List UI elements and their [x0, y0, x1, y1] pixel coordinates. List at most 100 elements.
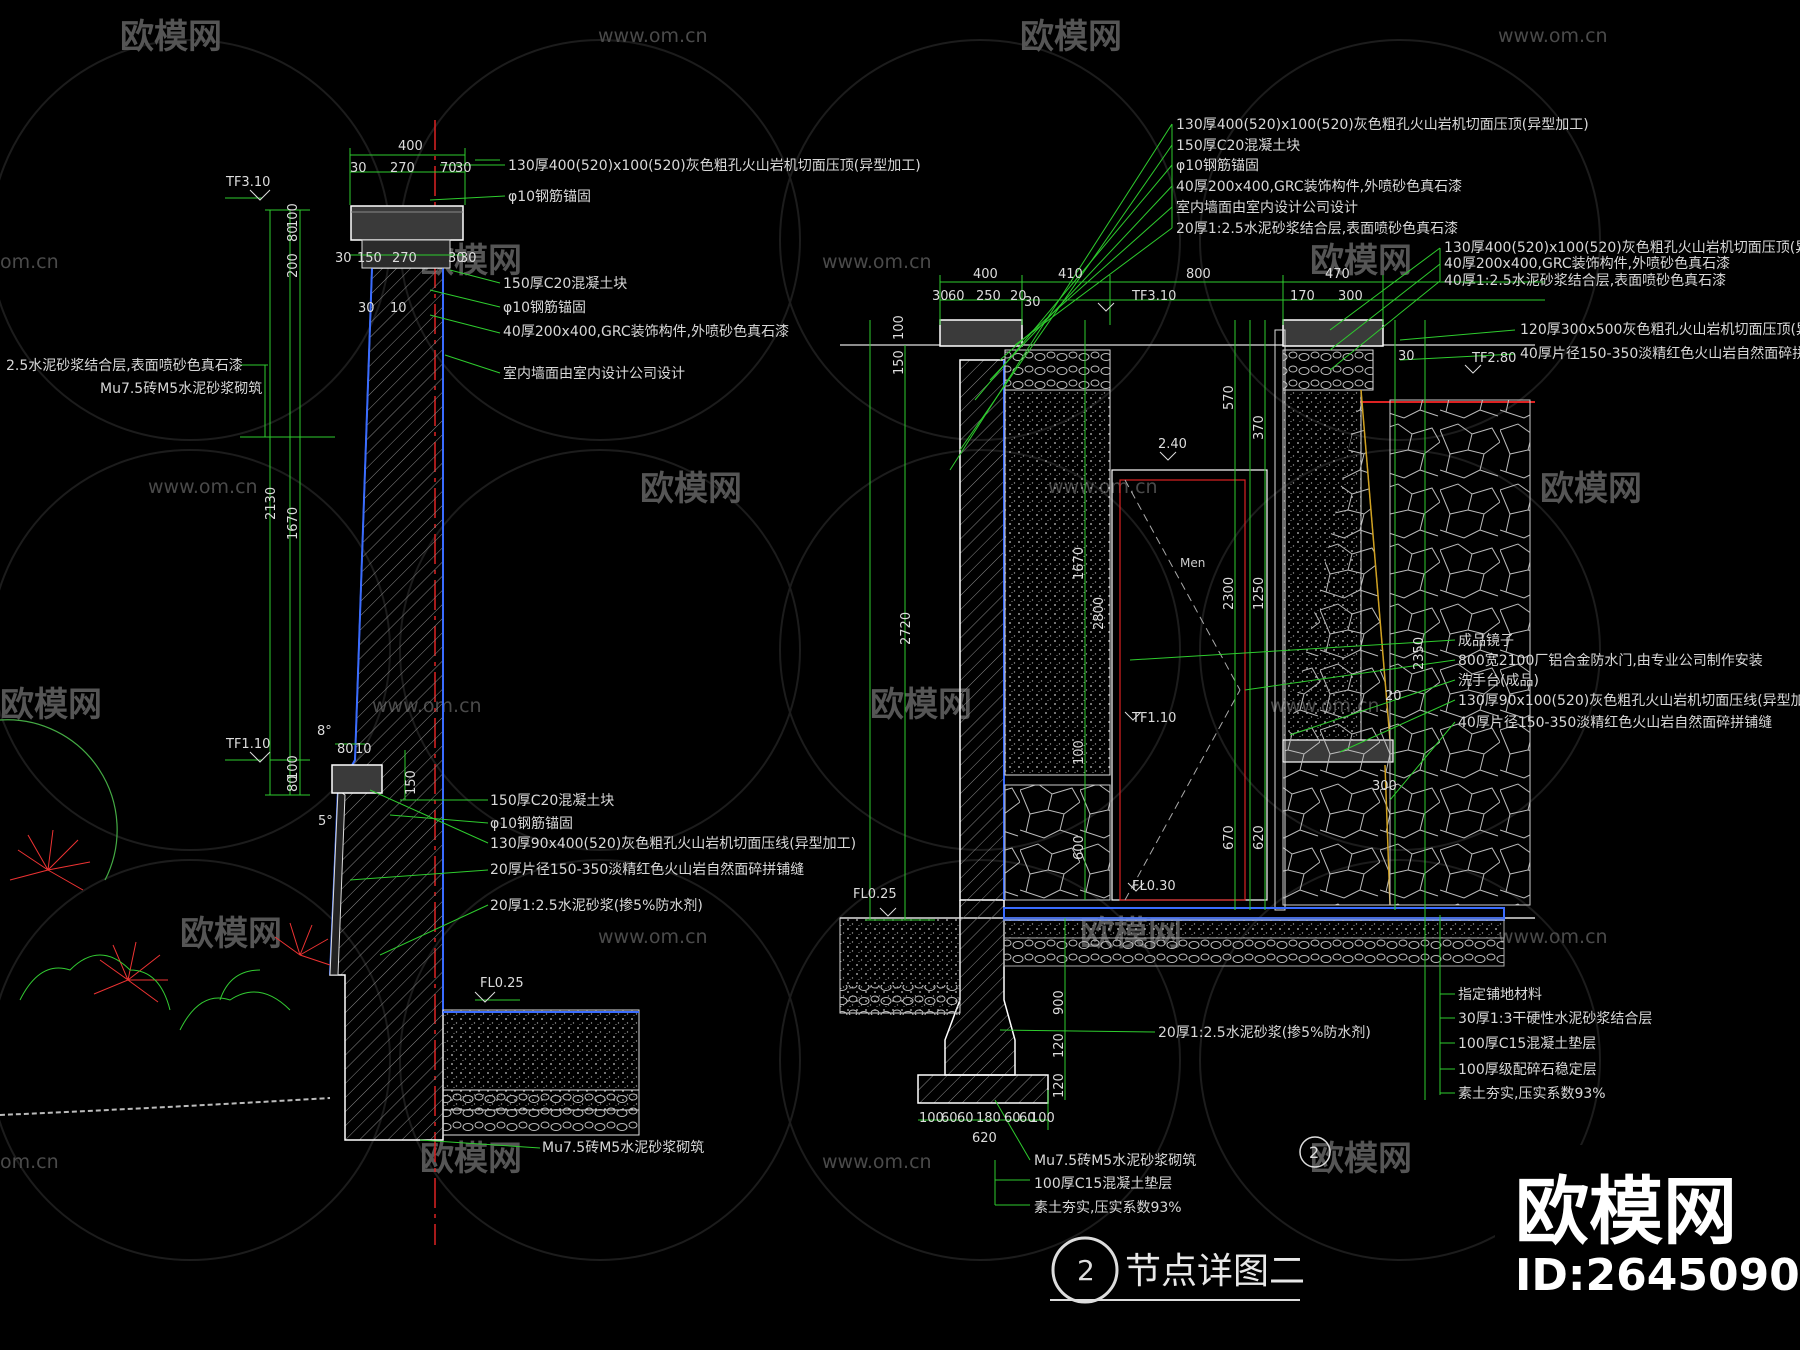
watermark-box	[1495, 1145, 1800, 1350]
watermark-url: www.om.cn	[598, 25, 708, 47]
level-mark: 2.40	[1158, 437, 1187, 452]
note-text: 150厚C20混凝土块	[503, 276, 627, 292]
coping-top	[350, 205, 464, 241]
note-text: 130厚400(520)x100(520)灰色粗孔火山岩机切面压顶(异型加工)	[1176, 116, 1589, 133]
watermark-logo: 欧模网	[120, 17, 222, 57]
note-text: 成品镜子	[1458, 633, 1514, 649]
stone-cladding	[1389, 399, 1531, 906]
watermark-logo: 欧模网	[1310, 1139, 1412, 1179]
watermark-url: www.om.cn	[148, 476, 258, 498]
level-mark: TF3.10	[225, 175, 270, 190]
note-text: 洗手台(成品)	[1458, 673, 1539, 689]
dim-text: 2350	[1412, 637, 1427, 670]
level-mark: TF1.10	[1131, 711, 1176, 726]
dim-text: 30	[932, 289, 949, 304]
note-text: 30厚1:3干硬性水泥砂浆结合层	[1458, 1011, 1652, 1027]
note-text: Mu7.5砖M5水泥砂浆砌筑	[100, 381, 262, 397]
dim-text: 300	[1372, 779, 1397, 794]
title-marker	[1051, 1236, 1119, 1304]
watermark-logo: 欧模网	[870, 685, 972, 725]
watermark-logo: 欧模网	[1020, 17, 1122, 57]
dim-text: 60	[941, 1111, 958, 1126]
dim-text: 1670	[1072, 547, 1087, 580]
tree-canopy	[0, 719, 118, 881]
dim-text: 60	[1019, 1111, 1036, 1126]
dim-text: 30	[358, 301, 375, 316]
watermark-logo: 欧模网	[640, 469, 742, 509]
note-text: 素土夯实,压实系数93%	[1458, 1086, 1606, 1102]
dim-text: 150	[404, 770, 419, 795]
level-mark: TF3.10	[1131, 289, 1176, 304]
dim-text: 800	[1186, 267, 1211, 282]
dim-text: 5°	[318, 814, 333, 829]
note-text: 100厚C15混凝土垫层	[1458, 1036, 1596, 1052]
note-text: 20厚1:2.5水泥砂浆(掺5%防水剂)	[490, 897, 703, 914]
watermark-logo: 欧模网	[1310, 241, 1412, 281]
watermark-url: www.om.cn	[1498, 25, 1608, 47]
dim-text: 370	[1252, 415, 1267, 440]
dim-text: 60	[948, 289, 965, 304]
concrete-block	[361, 239, 451, 269]
dim-text: 270	[390, 161, 415, 176]
note-text: Mu7.5砖M5水泥砂浆砌筑	[1034, 1153, 1196, 1169]
watermark-url: om.cn	[0, 1151, 59, 1173]
detail-marker	[1299, 1136, 1331, 1168]
coping-left	[939, 319, 1023, 347]
dim-text: 620	[972, 1131, 997, 1146]
dim-text: 200	[286, 253, 301, 278]
watermark-url: www.om.cn	[822, 1151, 932, 1173]
dim-text: 100	[286, 755, 301, 780]
drawing-title: 节点详图二	[1125, 1251, 1305, 1292]
inner-wall-finish	[1004, 389, 1111, 776]
watermark-big-logo: 欧模网	[1515, 1169, 1737, 1255]
watermark-logo: 欧模网	[1540, 469, 1642, 509]
note-text: 40厚1:2.5水泥砂浆结合层,表面喷砂色真石漆	[1444, 272, 1726, 289]
door-opening	[1111, 469, 1268, 901]
dim-text: 150	[892, 350, 907, 375]
note-text: 130厚90x400(520)灰色粗孔火山岩机切面压线(异型加工)	[490, 835, 856, 852]
dim-text: 30	[1398, 349, 1415, 364]
note-text: 150厚C20混凝土块	[490, 793, 614, 809]
dim-text: 2130	[264, 487, 279, 520]
note-text: 100厚级配碎石稳定层	[1458, 1062, 1597, 1078]
dim-text: 20	[1010, 289, 1027, 304]
dim-text: 30	[448, 251, 465, 266]
coping-right	[1282, 319, 1384, 347]
watermark-logo: 欧模网	[0, 685, 102, 725]
shrub-green	[19, 954, 291, 1031]
dim-text: 10	[390, 301, 407, 316]
dim-text: 80	[286, 225, 301, 242]
dim-text: 570	[1222, 385, 1237, 410]
note-text: 130厚90x100(520)灰色粗孔火山岩机切面压线(异型加工)	[1458, 692, 1800, 709]
dim-text: 400	[398, 139, 423, 154]
dim-text: 2720	[899, 612, 914, 645]
footing	[917, 1074, 1049, 1104]
dim-text: 60	[957, 1111, 974, 1126]
level-mark: FL0.25	[853, 887, 897, 902]
dim-text: 80	[337, 742, 354, 757]
dim-text: 100	[892, 315, 907, 340]
dim-text: 30	[335, 251, 352, 266]
note-text: 指定铺地材料	[1458, 987, 1542, 1003]
dim-text: 60	[1004, 1111, 1021, 1126]
dim-text: 8°	[317, 724, 332, 739]
note-text: Mu7.5砖M5水泥砂浆砌筑	[542, 1140, 704, 1156]
note-text: 800宽2100厂铝合金防水门,由专业公司制作安装	[1458, 652, 1763, 669]
watermark-url: www.om.cn	[822, 251, 932, 273]
left-section-drawing: 400 30 270 70 30 30 150 270 30 30 30 10 …	[0, 120, 921, 1245]
dim-text: 180	[976, 1111, 1001, 1126]
dim-text: 150	[357, 251, 382, 266]
note-text: 40厚200x400,GRC装饰构件,外喷砂色真石漆	[1444, 255, 1730, 272]
dim-text: 170	[1290, 289, 1315, 304]
dim-text: 250	[976, 289, 1001, 304]
door-label: Men	[1180, 556, 1205, 570]
note-text: φ10钢筋锚固	[503, 299, 586, 316]
wall-body	[329, 267, 444, 1141]
dim-text: 30	[1024, 295, 1041, 310]
note-text: 100厚C15混凝土垫层	[1034, 1176, 1172, 1192]
note-text: 40厚片径150-350淡精红色火山岩自然面碎拼铺缝	[1458, 714, 1772, 731]
watermark-url: om.cn	[0, 251, 59, 273]
note-text: 130厚400(520)x100(520)灰色粗孔火山岩机切面压顶(异型加工)	[1444, 239, 1800, 256]
note-text: 120厚300x500灰色粗孔火山岩机切面压顶(异型加工)	[1520, 321, 1800, 338]
watermark-logo: 欧模网	[180, 914, 282, 954]
